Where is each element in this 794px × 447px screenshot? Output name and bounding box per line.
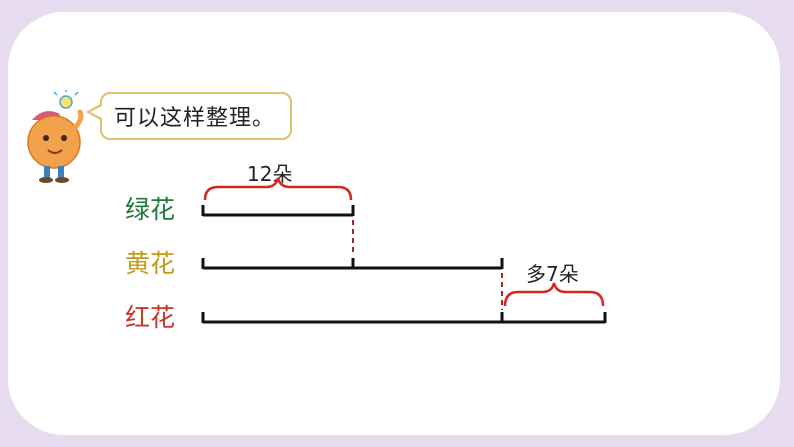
row-label-green: 绿花: [125, 195, 176, 224]
slide-frame: [8, 12, 780, 435]
lightbulb-icon: [53, 90, 79, 109]
speech-bubble-text: 可以这样整理。: [114, 106, 276, 131]
green-count-label: 12朵: [247, 162, 293, 186]
speech-bubble-tail-inner: [90, 106, 102, 118]
red-segment: [201, 312, 607, 324]
row-label-yellow: 黄花: [125, 249, 176, 278]
green-segment: [201, 205, 355, 217]
brace-green: [203, 177, 353, 201]
mascot-icon: [27, 90, 84, 183]
row-label-red: 红花: [125, 303, 176, 332]
red-more-label: 多7朵: [526, 262, 579, 286]
brace-red-extra: [503, 282, 605, 307]
yellow-segment: [201, 258, 504, 270]
